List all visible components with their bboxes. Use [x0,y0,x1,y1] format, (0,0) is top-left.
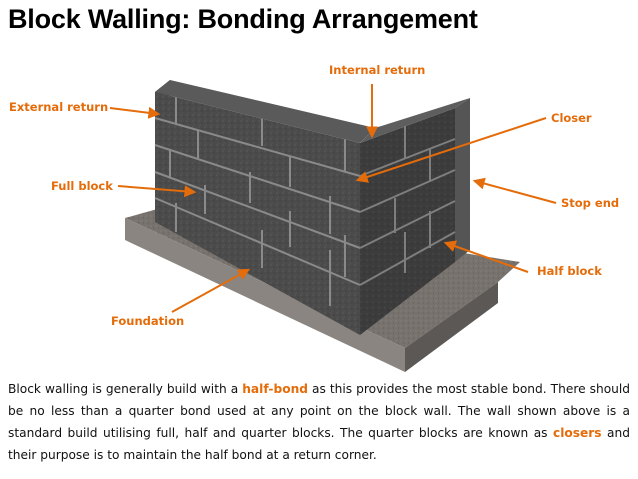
label-half-block: Half block [537,264,602,278]
arrow-closer [355,117,547,183]
arrow-stop-end [472,177,557,204]
arrow-half-block [443,240,529,273]
paragraph-text-1: Block walling is generally build with a [8,382,243,396]
label-closer: Closer [551,111,592,125]
page-title: Block Walling: Bonding Arrangement [8,4,478,34]
annotation-arrows [109,84,557,313]
arrow-foundation [171,268,251,313]
paragraph-text-2: as this provides the most stable bond. T… [8,382,630,440]
label-foundation: Foundation [111,314,185,328]
description-paragraph: Block walling is generally build with a … [8,378,630,466]
highlight-half-bond: half-bond [242,382,308,396]
block-wall-diagram [109,80,557,372]
highlight-closers: closers [553,426,602,440]
label-stop-end: Stop end [561,196,620,210]
arrow-external-return [109,106,161,119]
front-wall [154,80,375,335]
label-external-return: External return [9,100,109,114]
right-return-wall [359,98,470,335]
label-full-block: Full block [51,179,113,193]
arrow-full-block [117,185,197,198]
paragraph-text-3: and their purpose is to maintain the hal… [8,426,630,462]
label-internal-return: Internal return [329,63,426,77]
